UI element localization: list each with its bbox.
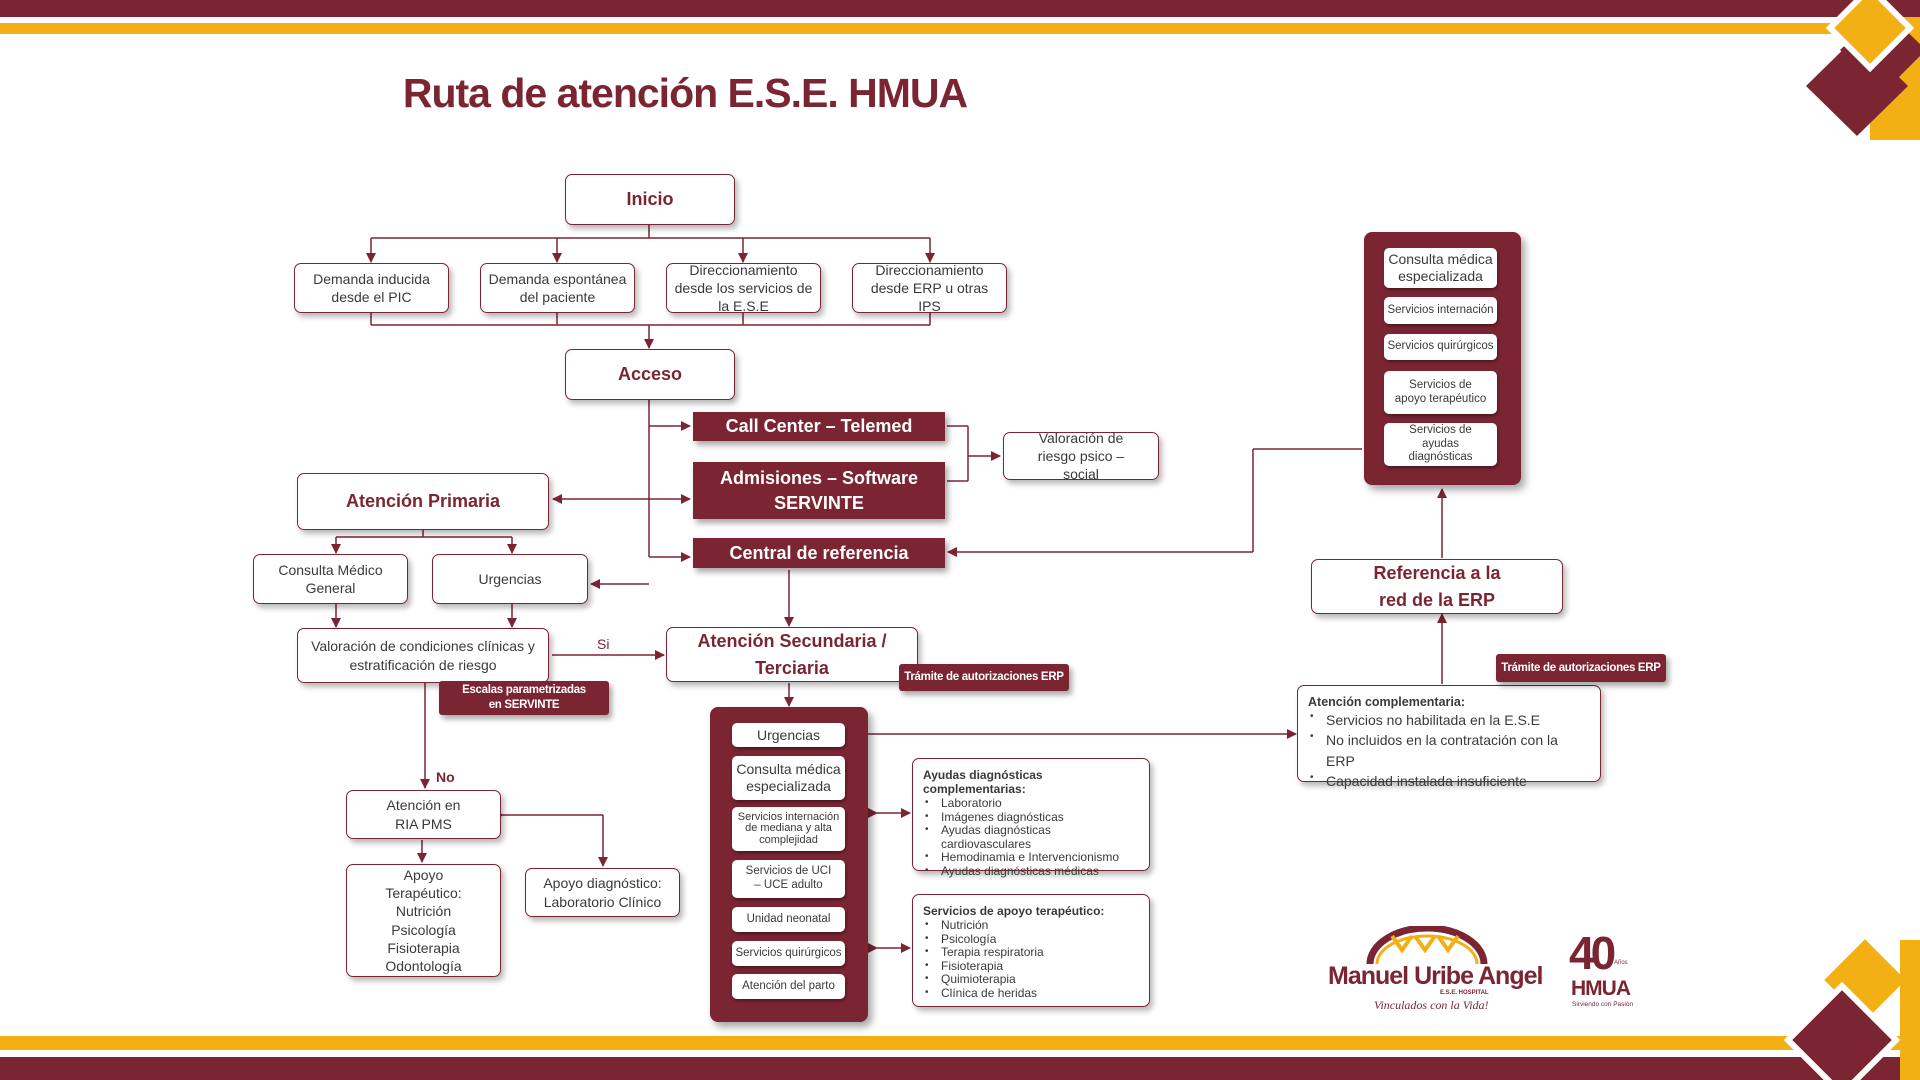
atencion-ria-node: Atención en RIA PMS: [346, 790, 501, 839]
erp-item-quirurgicos: Servicios quirúrgicos: [1384, 334, 1497, 360]
list-item: Quimioterapia: [923, 973, 1139, 987]
erp-item-ayudas-diagnosticas: Servicios de ayudas diagnósticas: [1384, 423, 1497, 466]
hospital-logo: Manuel Uribe Angel E.S.E. HOSPITAL Vincu…: [1320, 926, 1543, 1016]
apoyo-terapeutico-node: Apoyo Terapéutico: Nutrición Psicología …: [346, 864, 501, 977]
apoyo-terapeutico-list: Servicios de apoyo terapéutico: Nutrició…: [912, 894, 1150, 1007]
anniversary-number: 40: [1569, 927, 1616, 979]
demanda-inducida-node: Demanda inducida desde el PIC: [294, 263, 449, 313]
ayudas-diagnosticas-list: Ayudas diagnósticas complementarias: Lab…: [912, 758, 1150, 877]
anniversary-word: Años: [1614, 960, 1628, 966]
atencion-complementaria-title: Atención complementaria:: [1308, 695, 1465, 709]
hospital-logo-arc-icon: [1366, 926, 1488, 965]
panel-item-internacion: Servicios internación de mediana y alta …: [732, 807, 845, 851]
admisiones-node: Admisiones – Software SERVINTE: [693, 462, 945, 519]
secundaria-services-panel: Urgencias Consulta médica especializada …: [710, 707, 868, 1022]
valoracion-psico-social-node: Valoración de riesgo psico – social: [1003, 430, 1159, 482]
erp-services-panel: Consulta médica especializada Servicios …: [1364, 232, 1521, 485]
hospital-sub: E.S.E. HOSPITAL: [1440, 990, 1489, 996]
anniversary-brand: HMUA: [1571, 977, 1631, 1000]
list-item: Hemodinamia e Intervencionismo: [923, 851, 1139, 865]
direccionamiento-erp-node: Direccionamiento desde ERP u otras IPS: [852, 262, 1007, 314]
anniversary-slogan: Sirviendo con Pasión: [1572, 1001, 1634, 1008]
hospital-name: Manuel Uribe Angel: [1328, 962, 1543, 990]
list-item: Nutrición: [923, 918, 1139, 933]
erp-item-apoyo-terapeutico: Servicios de apoyo terapéutico: [1384, 371, 1497, 414]
list-item: Psicología: [923, 932, 1139, 947]
apoyo-terapeutico-list-title: Servicios de apoyo terapéutico:: [923, 904, 1105, 918]
inicio-node: Inicio: [565, 174, 735, 225]
direccionamiento-ese-node: Direccionamiento desde los servicios de …: [666, 262, 821, 314]
list-item: Capacidad instalada insuficiente: [1308, 771, 1590, 791]
bottom-right-diamond-decoration: [1783, 930, 1920, 1080]
list-item: Terapia respiratoria: [923, 946, 1139, 960]
list-item: Ayudas diagnósticas médicas: [923, 864, 1139, 879]
referencia-red-erp-node: Referencia a la red de la ERP: [1311, 559, 1563, 614]
panel-item-consulta-especializada: Consulta médica especializada: [732, 756, 845, 800]
atencion-primaria-node: Atención Primaria: [297, 473, 549, 530]
no-label: No: [436, 769, 455, 785]
list-item: Imágenes diagnósticas: [923, 810, 1139, 825]
anniversary-logo: 40 Años HMUA Sirviendo con Pasión: [1566, 926, 1646, 1016]
erp-item-internacion: Servicios internación: [1384, 297, 1497, 324]
top-band-maroon: [0, 0, 1920, 17]
list-item: Servicios no habilitada en la E.S.E: [1308, 710, 1590, 730]
list-item: Fisioterapia: [923, 959, 1139, 974]
tramite-autorizaciones-tag-1: Trámite de autorizaciones ERP: [899, 664, 1069, 691]
panel-item-unidad-neonatal: Unidad neonatal: [732, 907, 845, 932]
demanda-espontanea-node: Demanda espontánea del paciente: [480, 263, 635, 313]
panel-item-atencion-parto: Atención del parto: [732, 974, 845, 999]
panel-item-quirurgicos: Servicios quirúrgicos: [732, 941, 845, 966]
hospital-slogan: Vinculados con la Vida!: [1374, 998, 1489, 1012]
atencion-secundaria-node: Atención Secundaria / Terciaria: [666, 627, 918, 682]
call-center-node: Call Center – Telemed: [693, 412, 945, 441]
list-item: No incluidos en la contratación con la E…: [1308, 730, 1590, 771]
panel-item-urgencias: Urgencias: [732, 723, 845, 747]
acceso-node: Acceso: [565, 349, 735, 400]
erp-item-consulta-especializada: Consulta médica especializada: [1384, 248, 1497, 288]
tramite-autorizaciones-tag-2: Trámite de autorizaciones ERP: [1496, 654, 1666, 682]
apoyo-diagnostico-node: Apoyo diagnóstico: Laboratorio Clínico: [525, 868, 680, 917]
central-referencia-node: Central de referencia: [693, 538, 945, 568]
ayudas-diagnosticas-title: Ayudas diagnósticas complementarias:: [923, 768, 1043, 796]
urgencias-primaria-node: Urgencias: [432, 554, 588, 604]
valoracion-condiciones-node: Valoración de condiciones clínicas y est…: [297, 628, 549, 683]
bottom-band-maroon: [0, 1057, 1920, 1080]
panel-item-uci-uce: Servicios de UCI – UCE adulto: [732, 860, 845, 898]
bottom-band-gold: [0, 1036, 1920, 1050]
list-item: Ayudas diagnósticas cardiovasculares: [923, 823, 1139, 851]
consulta-medico-general-node: Consulta Médico General: [253, 554, 408, 604]
page-title: Ruta de atención E.S.E. HMUA: [402, 70, 968, 116]
top-right-diamond-decoration: [1790, 0, 1920, 140]
top-band-gold: [0, 23, 1920, 34]
atencion-complementaria-list: Atención complementaria: Servicios no ha…: [1297, 685, 1601, 789]
si-label: Si: [597, 636, 610, 652]
escalas-servinte-tag: Escalas parametrizadas en SERVINTE: [439, 681, 609, 715]
list-item: Laboratorio: [923, 796, 1139, 811]
list-item: Clínica de heridas: [923, 986, 1139, 1001]
